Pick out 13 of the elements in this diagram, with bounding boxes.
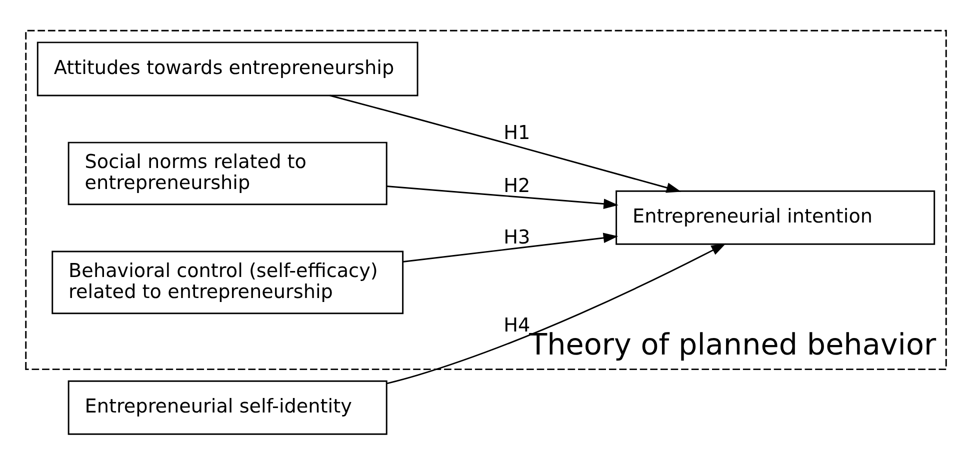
node-box: Entrepreneurial intention <box>616 190 936 245</box>
arrow <box>402 232 618 262</box>
node-box: Entrepreneurial self-identity <box>68 380 388 435</box>
edge-label: H3 <box>504 225 530 248</box>
node-box: Attitudes towards entrepreneurship <box>36 42 418 96</box>
edge-label: H4 <box>504 314 530 337</box>
edge-label: H1 <box>504 120 530 144</box>
arrow <box>386 186 618 209</box>
edge-label: H2 <box>504 174 530 197</box>
node-box: Behavioral control (self-efficacy) related to entrepreneurship <box>52 250 404 314</box>
arrow <box>330 94 682 193</box>
node-box: Social norms related to entrepreneurship <box>68 142 388 206</box>
arrow <box>386 243 726 384</box>
